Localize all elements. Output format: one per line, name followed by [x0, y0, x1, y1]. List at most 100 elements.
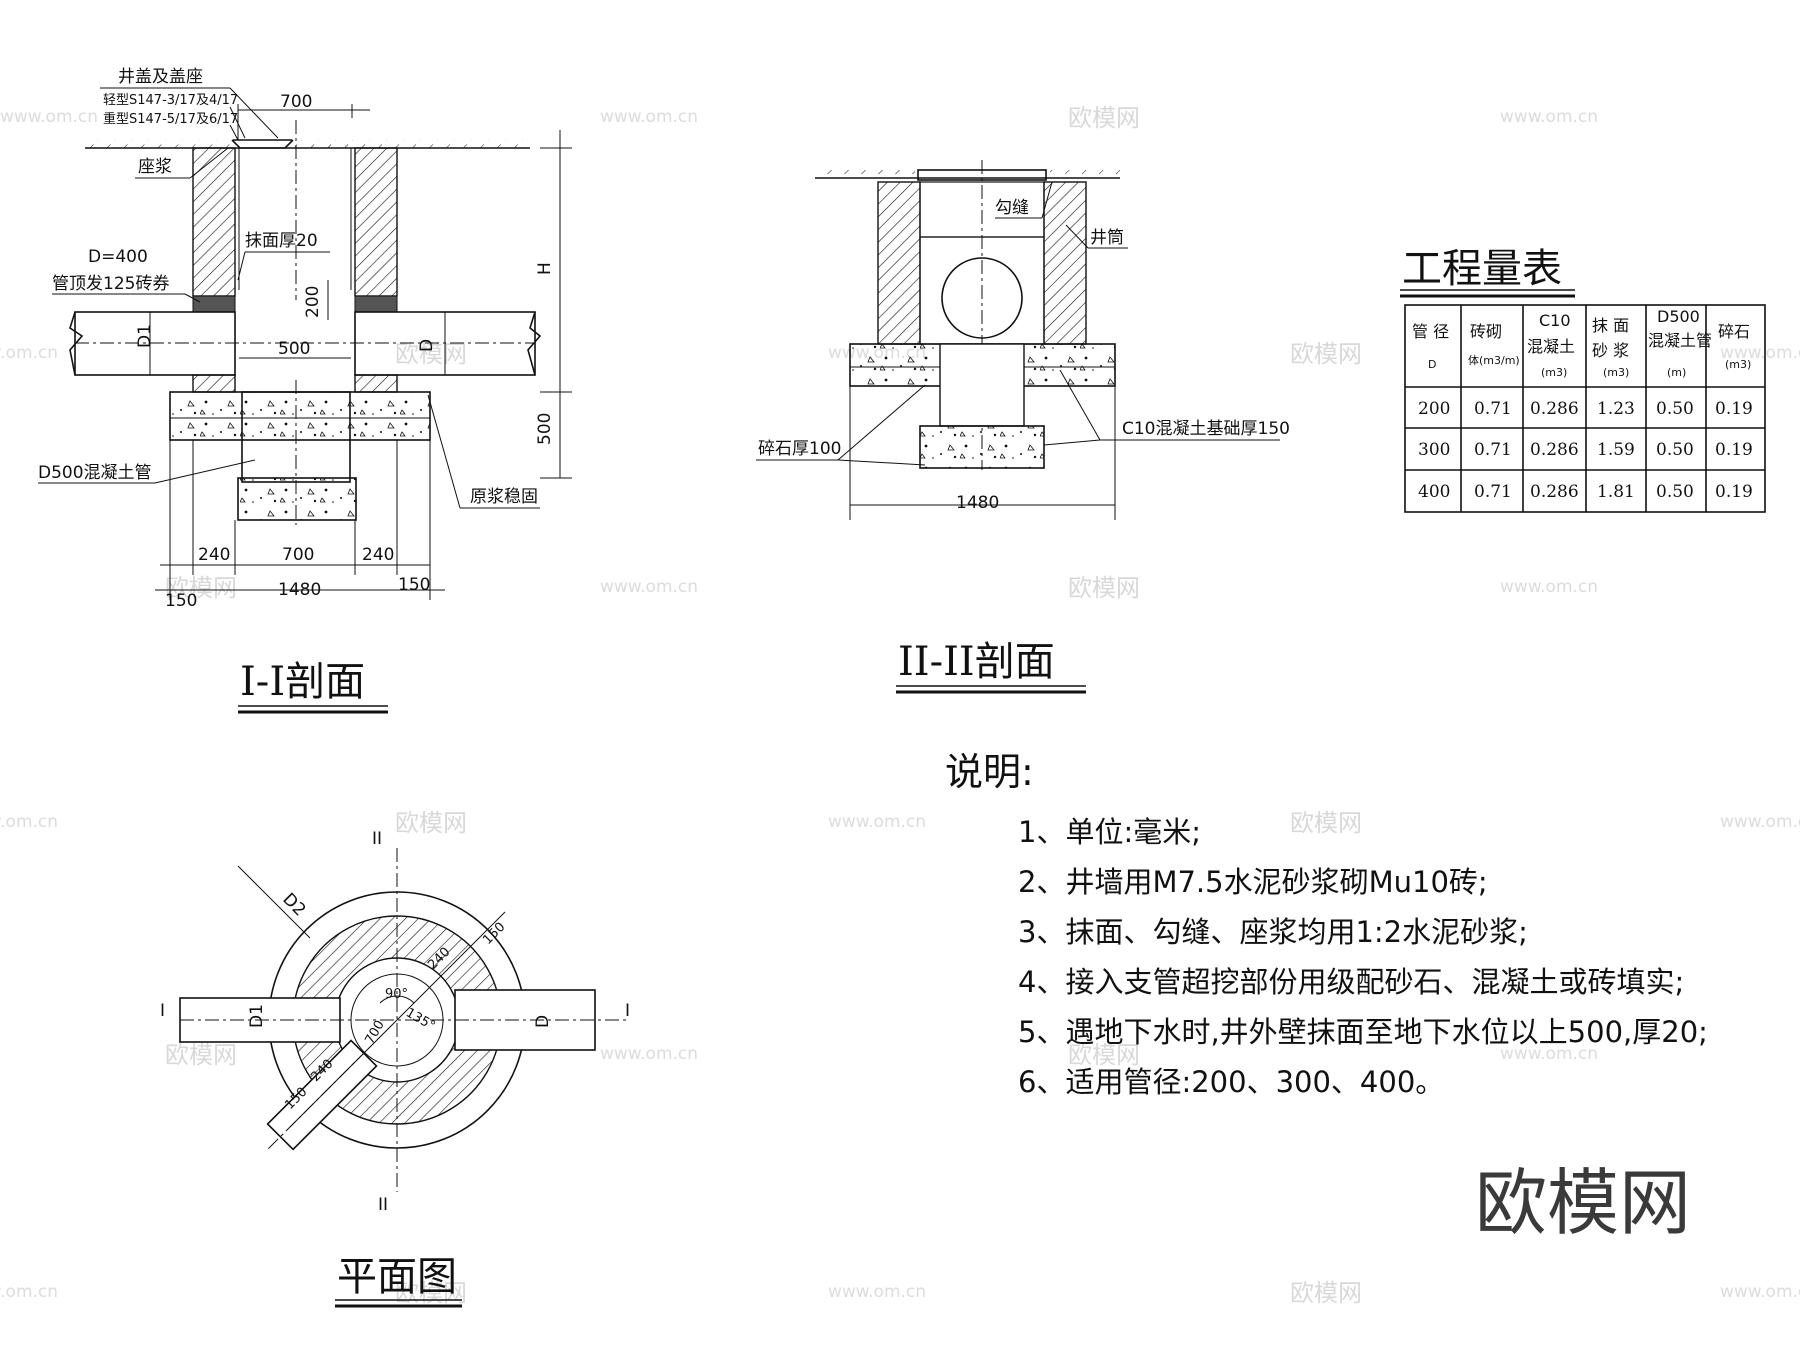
watermark-brand: 欧模网 — [395, 1279, 467, 1307]
watermark-brand: 欧模网 — [1068, 104, 1140, 132]
cell: 0.71 — [1474, 482, 1512, 502]
break-mark-right — [527, 311, 542, 376]
th-unit-5: (m3) — [1725, 358, 1751, 371]
cell: 400 — [1418, 482, 1450, 502]
dim-bottom-150b: 150 — [398, 575, 430, 595]
th-sub-2: 混凝土 — [1527, 337, 1575, 356]
angle-arc-90 — [379, 995, 415, 1004]
cell: 0.286 — [1530, 399, 1579, 419]
section-2-2: 勾缝 井筒 碎石厚100 C10混凝土基础厚150 1480 II-II剖面 — [756, 160, 1290, 694]
watermark-url: www.om.cn — [828, 1282, 926, 1302]
cell: 1.23 — [1597, 399, 1635, 419]
dim-right-500: 500 — [535, 413, 555, 445]
label-cover: 井盖及盖座 — [118, 67, 203, 87]
watermark-brand: 欧模网 — [1290, 1279, 1362, 1307]
watermark-url: www.om.cn — [0, 1282, 58, 1302]
dim-bottom-1480: 1480 — [956, 493, 999, 513]
label-d500-pipe: D500混凝土管 — [38, 463, 152, 483]
watermark-url: www.om.cn — [1720, 343, 1800, 363]
label-plan-d1: D1 — [247, 1004, 267, 1028]
pipe-footing — [919, 425, 1045, 469]
cut-label-bottom: II — [378, 1195, 388, 1215]
th-sub-0: D — [1428, 358, 1436, 371]
watermark-url: www.om.cn — [0, 812, 58, 832]
watermark-url: www.om.cn — [1500, 577, 1598, 597]
label-d: D — [417, 339, 437, 352]
dim-200: 200 — [303, 286, 323, 318]
th-main-4: D500 — [1657, 307, 1700, 326]
earth-hatch — [295, 140, 530, 148]
watermark-url: www.om.cn — [1720, 812, 1800, 832]
watermark-url: www.om.cn — [600, 1044, 698, 1064]
angle-90: 90° — [385, 987, 408, 1002]
label-plaster: 抹面厚20 — [245, 231, 318, 251]
dim-plan-150a: 150 — [480, 920, 508, 948]
watermark-url: www.om.cn — [0, 107, 98, 127]
cut-label-left: I — [160, 1001, 165, 1021]
th-unit-4: (m) — [1667, 366, 1686, 379]
th-main-5: 碎石 — [1718, 322, 1750, 341]
note-item: 4、接入支管超挖部份用级配砂石、混凝土或砖填实; — [1018, 965, 1684, 999]
dim-bottom-150a: 150 — [165, 591, 197, 611]
d500-pipe — [939, 343, 1025, 427]
cell: 0.71 — [1474, 440, 1512, 460]
watermark-url: www.om.cn — [600, 107, 698, 127]
th-main-0: 管 径 — [1412, 322, 1449, 341]
watermark-row-6: www.om.cn 欧模网 www.om.cn 欧模网 www.om.cn — [0, 1279, 1800, 1307]
cell: 0.19 — [1715, 482, 1753, 502]
brand-logo: 欧模网 — [1475, 1161, 1691, 1245]
angle-135: 135° — [403, 1005, 438, 1034]
watermark-url: www.om.cn — [1720, 1282, 1800, 1302]
watermark-brand: 欧模网 — [395, 340, 467, 368]
inner-shaft — [350, 973, 444, 1067]
cell: 300 — [1418, 440, 1450, 460]
label-grout: 原浆稳固 — [470, 487, 538, 507]
watermark-row-4: www.om.cn 欧模网 www.om.cn 欧模网 www.om.cn — [0, 809, 1800, 837]
cell: 0.19 — [1715, 440, 1753, 460]
notes-block: 说明: 1、单位:毫米; 2、井墙用M7.5水泥砂浆砌Mu10砖; 3、抹面、勾… — [945, 750, 1708, 1099]
dim-500: 500 — [278, 339, 310, 359]
note-item: 1、单位:毫米; — [1018, 815, 1201, 849]
table-row: 400 0.71 0.286 1.81 0.50 0.19 — [1418, 482, 1753, 502]
cell: 0.19 — [1715, 399, 1753, 419]
dim-top-700: 700 — [280, 92, 312, 112]
left-wall — [192, 147, 236, 297]
cell: 0.286 — [1530, 440, 1579, 460]
earth-hatch — [815, 170, 915, 178]
d500-footing — [237, 477, 357, 521]
label-d1: D1 — [135, 324, 155, 348]
table-header-row: 管 径 D 砖砌 体(m3/m) C10 混凝土 (m3) 抹 面 砂 浆 (m… — [1412, 307, 1751, 379]
note-item: 5、遇地下水时,井外壁抹面至地下水位以上500,厚20; — [1018, 1015, 1708, 1049]
cell: 0.50 — [1656, 399, 1694, 419]
plan-view: II II I I D1 D D2 240 150 240 150 700 — [160, 829, 630, 1308]
note-item: 3、抹面、勾缝、座浆均用1:2水泥砂浆; — [1018, 915, 1528, 949]
table-row: 300 0.71 0.286 1.59 0.50 0.19 — [1418, 440, 1753, 460]
watermark-row-3: 欧模网 www.om.cn 欧模网 www.om.cn — [165, 574, 1598, 602]
cut-label-top: II — [372, 829, 382, 849]
cell: 1.81 — [1597, 482, 1635, 502]
label-arch: 管顶发125砖券 — [52, 274, 169, 294]
cell: 200 — [1418, 399, 1450, 419]
th-main-2: C10 — [1539, 311, 1571, 330]
note-item: 6、适用管径:200、300、400。 — [1018, 1065, 1444, 1099]
dim-bottom-240b: 240 — [362, 545, 394, 565]
table-row: 200 0.71 0.286 1.23 0.50 0.19 — [1418, 399, 1753, 419]
table-frame — [1404, 304, 1766, 513]
label-light: 轻型S147-3/17及4/17 — [103, 93, 238, 108]
dim-bottom-240a: 240 — [198, 545, 230, 565]
th-sub-3: 砂 浆 — [1592, 341, 1629, 360]
cell: 0.286 — [1530, 482, 1579, 502]
plan-title: 平面图 — [337, 1254, 457, 1300]
watermark-url: www.om.cn — [0, 343, 58, 363]
watermark-url: www.om.cn — [1500, 1044, 1598, 1064]
label-base: C10混凝土基础厚150 — [1122, 419, 1290, 439]
watermark-brand: 欧模网 — [1068, 574, 1140, 602]
cut-label-right: I — [625, 1001, 630, 1021]
watermark-row-1: www.om.cn www.om.cn 欧模网 www.om.cn — [0, 104, 1598, 132]
note-item: 2、井墙用M7.5水泥砂浆砌Mu10砖; — [1018, 865, 1488, 899]
watermark-brand: 欧模网 — [165, 1041, 237, 1069]
watermark-url: www.om.cn — [1500, 107, 1598, 127]
label-shaft: 井筒 — [1090, 228, 1124, 248]
section-2-title: II-II剖面 — [898, 639, 1055, 685]
